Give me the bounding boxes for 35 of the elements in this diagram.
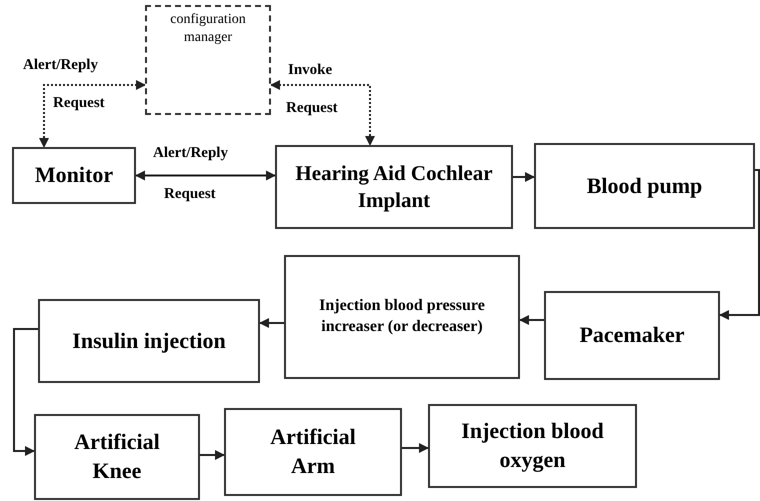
edge-label: Alert/Reply	[152, 145, 229, 162]
dashed-box	[145, 5, 271, 115]
node-label: Injection blood pressure increaser (or decreaser)	[318, 296, 486, 337]
arrow	[200, 450, 225, 460]
request-label: Request	[163, 186, 217, 203]
process-box	[428, 404, 637, 488]
process-box	[34, 414, 200, 500]
process-box	[534, 143, 755, 229]
arrow	[13, 328, 38, 456]
node-label: Insulin injection	[72, 326, 226, 355]
dotted-arrow	[270, 80, 375, 146]
node-label: Monitor	[34, 161, 114, 190]
process-box	[284, 255, 520, 379]
process-box	[12, 147, 136, 204]
node-label: configuration manager	[169, 11, 247, 48]
process-box	[275, 145, 513, 229]
process-box	[544, 291, 720, 380]
node-label: Blood pump	[586, 172, 702, 200]
arrow	[519, 315, 544, 325]
node-label: Injection blood oxygen	[460, 417, 605, 474]
process-box	[38, 299, 260, 383]
node-label: Pacemaker	[579, 321, 685, 350]
dotted-arrow	[39, 80, 146, 148]
request-label: Request	[52, 95, 106, 112]
process-box	[224, 408, 402, 496]
request-label: Request	[285, 100, 339, 117]
node-label: Artificial Arm	[269, 423, 357, 480]
arrow	[719, 169, 760, 320]
node-label: Artificial Knee	[73, 428, 161, 485]
node-label: Hearing Aid Cochlear Implant	[294, 160, 494, 214]
arrow	[135, 170, 276, 180]
arrow	[402, 443, 429, 453]
arrow	[513, 172, 535, 182]
arrow	[259, 318, 284, 328]
edge-label: Alert/Reply	[22, 57, 99, 74]
